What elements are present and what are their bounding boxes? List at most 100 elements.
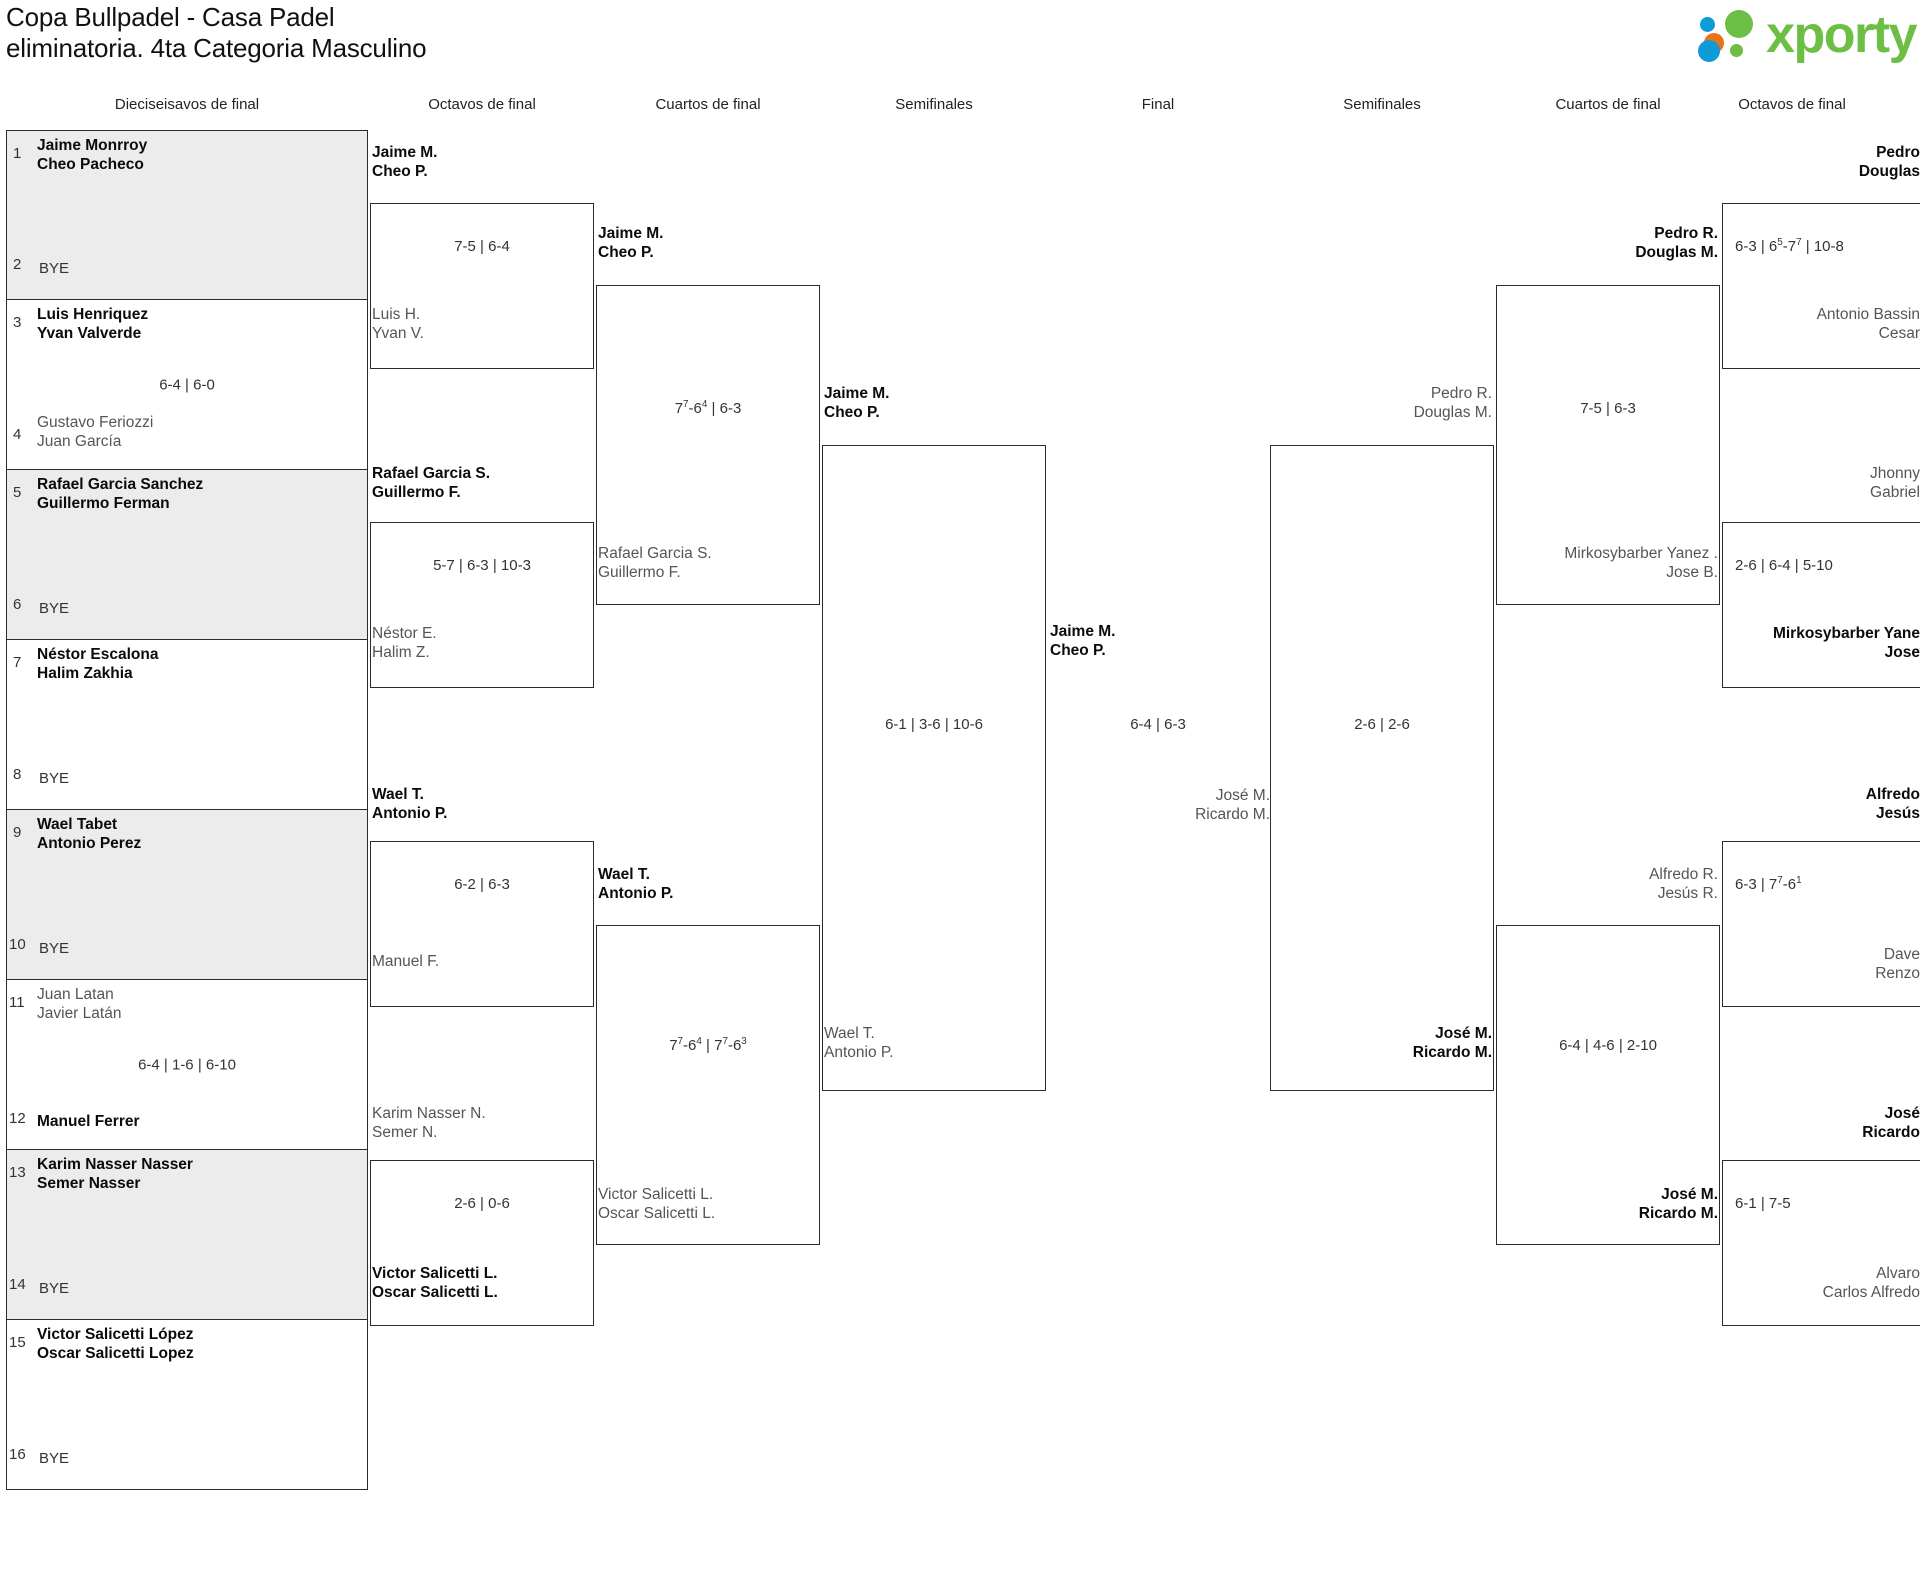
- cuartos-r1-bot: Mirkosybarber Yanez . Jose B.: [1496, 545, 1718, 582]
- octavos-l4-box[interactable]: [370, 1160, 594, 1326]
- player-name: Antonio Perez: [37, 834, 142, 852]
- octavos-l4-bot: Victor Salicetti L. Oscar Salicetti L.: [372, 1265, 498, 1302]
- player-name: Néstor E.: [372, 625, 437, 642]
- player-name: Jaime M.: [1050, 623, 1116, 640]
- seed-number: 5: [13, 484, 22, 501]
- final-score: 6-4 | 6-3: [1130, 716, 1186, 733]
- octavos-r2-bot: Mirkosybarber Yane Jose: [1700, 625, 1920, 662]
- player-name: Karim Nasser Nasser: [37, 1156, 193, 1173]
- octavos-l2-box[interactable]: [370, 522, 594, 688]
- player-name: Juan Latan: [37, 986, 114, 1003]
- player-name: Jaime Monrroy: [37, 137, 148, 154]
- octavos-r4-bot: Alvaro Carlos Alfredo: [1700, 1265, 1920, 1302]
- octavos-r4-box[interactable]: [1722, 1160, 1920, 1326]
- semifinal-right-box[interactable]: [1270, 445, 1494, 1091]
- player-name: Wael T.: [824, 1025, 875, 1042]
- cuartos-r2-box[interactable]: [1496, 925, 1720, 1245]
- cuartos-l2-top: Wael T. Antonio P.: [598, 866, 674, 903]
- logo-dots-icon: [1698, 9, 1764, 62]
- player-name: Pedro R.: [1430, 385, 1492, 402]
- octavos-r2-box[interactable]: [1722, 522, 1920, 688]
- seed-pair-8[interactable]: 15 Victor Salicetti López Oscar Salicett…: [6, 1320, 368, 1490]
- seed-pair-7[interactable]: 13 Karim Nasser Nasser Semer Nasser 14 B…: [6, 1150, 368, 1320]
- player-name: Jesús R.: [1657, 884, 1718, 902]
- octavos-l1-box[interactable]: [370, 203, 594, 369]
- seed-team: Jaime Monrroy Cheo Pacheco: [37, 137, 147, 174]
- player-name: Alfredo: [1865, 786, 1920, 803]
- player-name: Pedro: [1876, 144, 1920, 161]
- seed-pair-3[interactable]: 5 Rafael Garcia Sanchez Guillermo Ferman…: [6, 470, 368, 640]
- octavos-l3-bot: Manuel F.: [372, 953, 439, 972]
- player-name: Luis H.: [372, 306, 421, 323]
- player-name: Juan García: [37, 432, 122, 450]
- seed-number: 2: [13, 256, 22, 273]
- semifinal-left-score: 6-1 | 3-6 | 10-6: [885, 716, 983, 733]
- seed-pair-1[interactable]: 1 Jaime Monrroy Cheo Pacheco 2 BYE: [6, 130, 368, 300]
- player-name: Carlos Alfredo: [1822, 1283, 1920, 1301]
- player-name: Mirkosybarber Yanez .: [1564, 545, 1718, 562]
- octavos-r3-top: Alfredo Jesús: [1700, 786, 1920, 823]
- seed-pair-2[interactable]: 3 Luis Henriquez Yvan Valverde 6-4 | 6-0…: [6, 300, 368, 470]
- player-name: Guillermo F.: [598, 563, 681, 581]
- seed-pair-4[interactable]: 7 Néstor Escalona Halim Zakhia 8 BYE: [6, 640, 368, 810]
- cuartos-l2-score: 77-64 | 77-63: [669, 1036, 747, 1054]
- cuartos-r1-box[interactable]: [1496, 285, 1720, 605]
- player-name: José: [1884, 1105, 1920, 1122]
- semifinal-left-box[interactable]: [822, 445, 1046, 1091]
- seed-column: 1 Jaime Monrroy Cheo Pacheco 2 BYE 3 Lui…: [6, 130, 368, 1490]
- seed-number: 6: [13, 596, 22, 613]
- player-name: Oscar Salicetti L.: [598, 1204, 716, 1222]
- player-name: Guillermo F.: [372, 483, 461, 501]
- logo-wordmark: xporty: [1766, 6, 1917, 64]
- cuartos-l1-bot: Rafael Garcia S. Guillermo F.: [598, 545, 712, 582]
- player-name: Douglas M.: [1413, 403, 1492, 421]
- octavos-l4-score: 2-6 | 0-6: [454, 1195, 510, 1212]
- player-name: Néstor Escalona: [37, 646, 159, 663]
- cuartos-l2-box[interactable]: [596, 925, 820, 1245]
- player-name: Oscar Salicetti L.: [372, 1283, 498, 1301]
- octavos-r1-box[interactable]: [1722, 203, 1920, 369]
- seed-team: Gustavo Feriozzi Juan García: [37, 414, 153, 451]
- seed-team: Karim Nasser Nasser Semer Nasser: [37, 1156, 193, 1193]
- cuartos-r2-score: 6-4 | 4-6 | 2-10: [1559, 1037, 1657, 1054]
- cuartos-l1-box[interactable]: [596, 285, 820, 605]
- bye-label: BYE: [39, 1280, 70, 1297]
- player-name: Pedro R.: [1654, 225, 1718, 242]
- player-name: Wael T.: [372, 786, 424, 803]
- seed-number: 11: [9, 994, 25, 1011]
- octavos-r3-score: 6-3 | 77-61: [1735, 875, 1802, 893]
- semifinal-right-bot: José M. Ricardo M.: [1270, 1025, 1492, 1062]
- final-runnerup: José M. Ricardo M.: [1046, 787, 1270, 824]
- octavos-l3-box[interactable]: [370, 841, 594, 1007]
- player-name: Antonio P.: [824, 1043, 894, 1061]
- player-name: Wael T.: [598, 866, 650, 883]
- player-name: Antonio Bassin: [1816, 306, 1920, 323]
- octavos-r1-bot: Antonio Bassin Cesar: [1700, 306, 1920, 343]
- player-name: Jaime M.: [824, 385, 890, 402]
- player-name: Ricardo M.: [1195, 805, 1270, 823]
- round-header-4: Final: [1141, 96, 1175, 113]
- octavos-r3-box[interactable]: [1722, 841, 1920, 1007]
- player-name: Semer Nasser: [37, 1174, 141, 1192]
- player-name: Halim Z.: [372, 643, 430, 661]
- player-name: Javier Latán: [37, 1004, 122, 1022]
- seed-pair-6[interactable]: 11 Juan Latan Javier Latán 6-4 | 1-6 | 6…: [6, 980, 368, 1150]
- octavos-l2-bot: Néstor E. Halim Z.: [372, 625, 437, 662]
- octavos-l1-score: 7-5 | 6-4: [454, 238, 510, 255]
- player-name: Wael Tabet: [37, 816, 118, 833]
- round-header-3: Semifinales: [895, 96, 973, 113]
- player-name: Ricardo M.: [1412, 1043, 1492, 1061]
- round-header-0: Dieciseisavos de final: [114, 96, 260, 113]
- player-name: Yvan V.: [372, 324, 425, 342]
- player-name: Jesús: [1876, 804, 1920, 822]
- player-name: Manuel Ferrer: [37, 1112, 140, 1130]
- octavos-l4-top: Karim Nasser N. Semer N.: [372, 1105, 486, 1142]
- seed-pair-5[interactable]: 9 Wael Tabet Antonio Perez 10 BYE: [6, 810, 368, 980]
- octavos-r4-score: 6-1 | 7-5: [1735, 1195, 1791, 1212]
- match-score: 6-4 | 1-6 | 6-10: [138, 1056, 236, 1073]
- player-name: Jose B.: [1666, 563, 1718, 581]
- seed-number: 13: [9, 1164, 26, 1181]
- player-name: Cheo P.: [824, 403, 880, 421]
- seed-team: Rafael Garcia Sanchez Guillermo Ferman: [37, 476, 203, 513]
- xporty-logo: xporty: [1698, 6, 1917, 64]
